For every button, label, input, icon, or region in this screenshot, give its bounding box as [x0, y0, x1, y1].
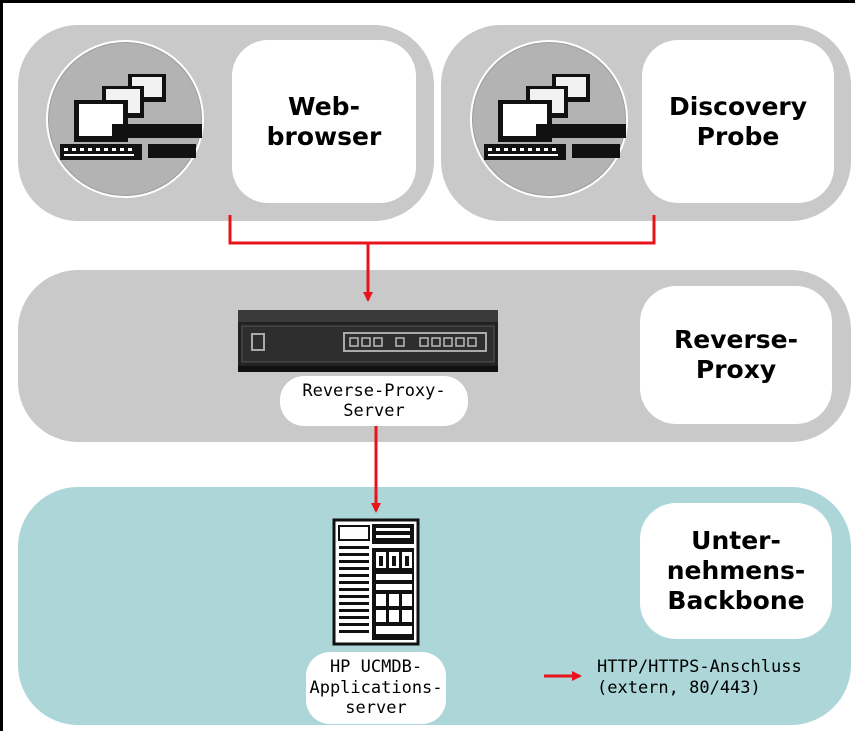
- zone-reverse-proxy-label: Reverse- Proxy: [640, 286, 832, 424]
- app-server-caption: HP UCMDB- Applications- server: [306, 652, 446, 724]
- frame-top-border: [0, 0, 855, 3]
- frame-left-border: [0, 0, 3, 731]
- legend-connection-label: HTTP/HTTPS-Anschluss (extern, 80/443): [597, 657, 802, 699]
- proxy-server-caption: Reverse-Proxy- Server: [280, 376, 468, 426]
- computer-workstations-icon: [484, 74, 626, 160]
- rack-proxy-server-icon: [238, 310, 498, 372]
- zone-webbrowser-label: Web- browser: [232, 40, 416, 203]
- zone-discovery-probe-label: Discovery Probe: [642, 40, 834, 203]
- computer-workstations-icon: [60, 74, 202, 160]
- zone-backbone-label: Unter- nehmens- Backbone: [640, 503, 832, 639]
- connector-clients-to-proxy: [228, 215, 656, 302]
- tower-server-icon: [332, 518, 420, 646]
